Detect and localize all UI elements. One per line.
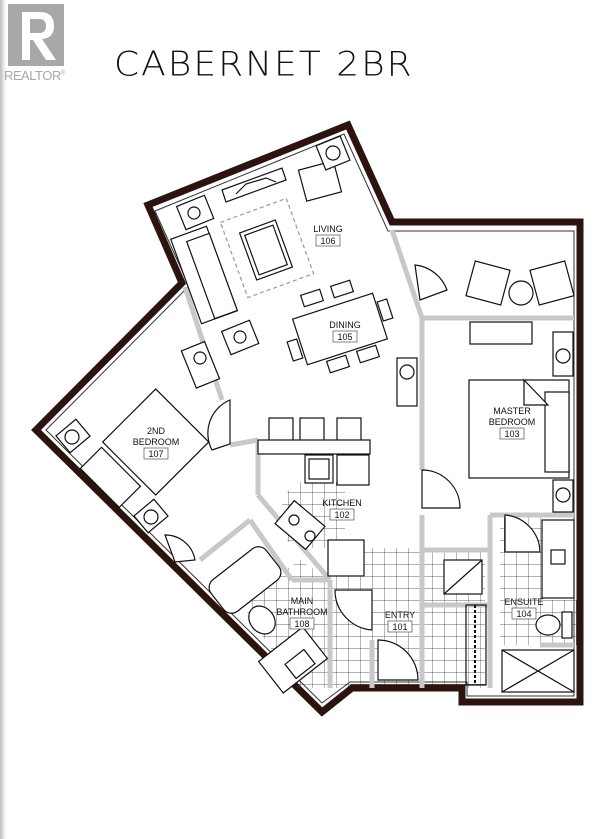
- room-label-kitchen: KITCHEN: [322, 498, 362, 508]
- balcony-furniture: [414, 260, 575, 306]
- room-label-main-bathroom: MAIN: [291, 596, 314, 606]
- svg-text:102: 102: [334, 510, 349, 520]
- room-label-living: LIVING: [313, 224, 343, 234]
- exterior-wall: [31, 120, 584, 717]
- realtor-logo-text: REALTOR®: [4, 68, 65, 83]
- scan-edge: [0, 0, 6, 839]
- svg-text:107: 107: [148, 449, 163, 459]
- entry-ensuite-fixtures: [443, 514, 575, 693]
- svg-text:104: 104: [516, 609, 531, 619]
- room-labels: LIVING 106 DINING 105 MASTER BEDROOM 103…: [133, 224, 544, 633]
- main-bathroom-fixtures: [208, 546, 419, 694]
- realtor-logo: REALTOR®: [4, 4, 68, 84]
- svg-text:BEDROOM: BEDROOM: [133, 437, 180, 447]
- svg-text:BEDROOM: BEDROOM: [489, 417, 536, 427]
- kitchen-furniture: [257, 417, 371, 577]
- room-label-2nd-bedroom: 2ND: [147, 426, 166, 436]
- room-label-dining: DINING: [329, 320, 361, 330]
- page-title: CABERNET 2BR: [114, 45, 414, 84]
- svg-text:105: 105: [337, 332, 352, 342]
- second-bedroom-furniture: [55, 388, 231, 563]
- svg-text:108: 108: [294, 619, 309, 629]
- svg-text:101: 101: [392, 622, 407, 632]
- svg-text:103: 103: [504, 429, 519, 439]
- svg-text:106: 106: [320, 236, 335, 246]
- realtor-r-icon: [8, 4, 64, 66]
- room-label-master-bedroom: MASTER: [493, 406, 531, 416]
- interior-walls: [182, 229, 574, 688]
- room-label-ensuite: ENSUITE: [504, 597, 543, 607]
- living-furniture: [169, 135, 394, 389]
- room-label-entry: ENTRY: [385, 610, 415, 620]
- svg-text:BATHROOM: BATHROOM: [276, 607, 327, 617]
